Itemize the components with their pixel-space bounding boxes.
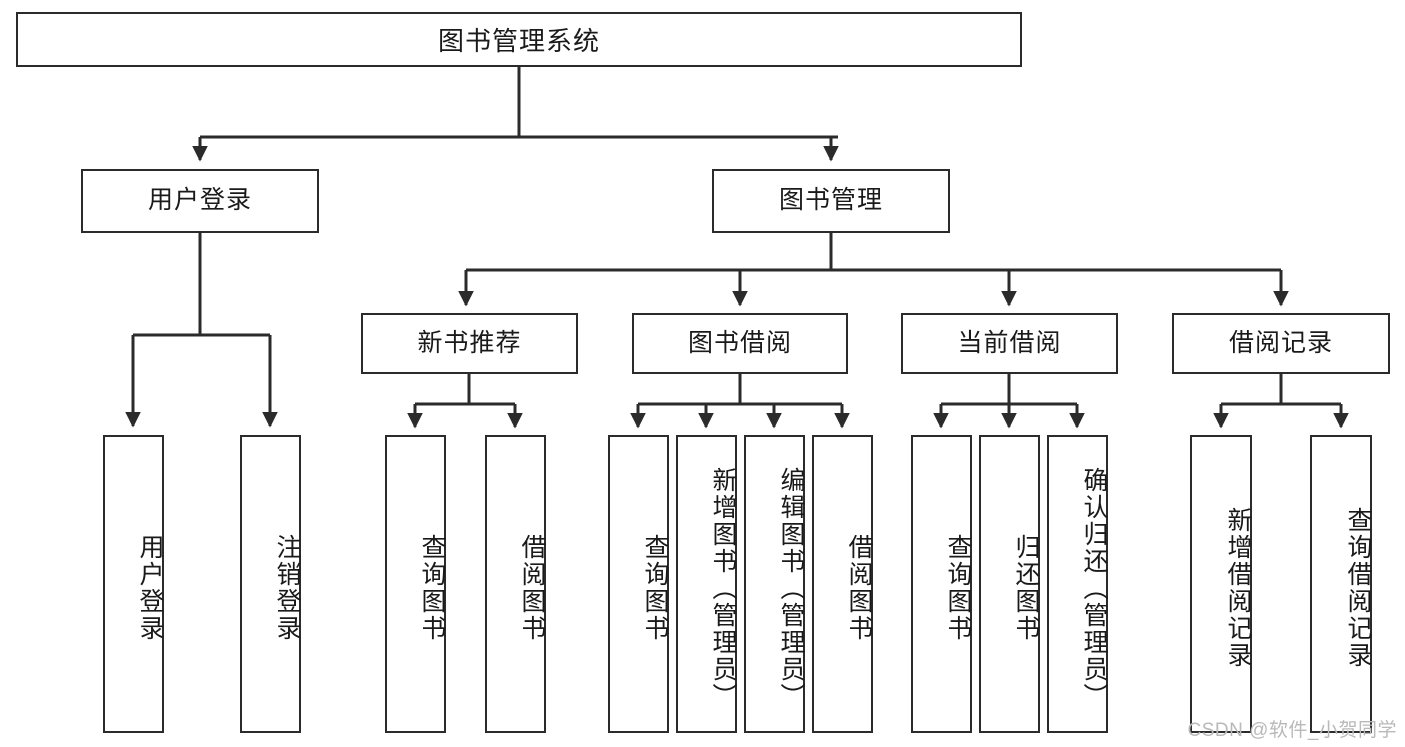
node-root-book-management-system[interactable]: 图书管理系统 [16, 12, 1022, 67]
leaf-query-borrow-record[interactable]: 查询借阅记录 [1310, 435, 1372, 733]
leaf-user-login[interactable]: 用户登录 [103, 435, 164, 733]
node-label: 新增图书（管理员） [709, 466, 737, 710]
node-label: 新书推荐 [417, 328, 522, 357]
node-label: 图书管理 [778, 186, 883, 215]
watermark-text: CSDN @软件_小贺同学 [1187, 720, 1397, 741]
node-label: 查询图书 [641, 534, 669, 642]
node-label: 新增借阅记录 [1224, 507, 1252, 669]
leaf-query-book-borrow[interactable]: 查询图书 [608, 435, 669, 733]
node-borrow-record[interactable]: 借阅记录 [1172, 313, 1390, 374]
leaf-logout[interactable]: 注销登录 [240, 435, 301, 733]
node-label: 编辑图书（管理员） [777, 466, 805, 710]
node-label: 图书管理系统 [437, 26, 600, 56]
node-user-login[interactable]: 用户登录 [81, 169, 319, 233]
leaf-add-book-admin[interactable]: 新增图书（管理员） [676, 435, 737, 733]
node-label: 用户登录 [136, 534, 164, 642]
node-label: 查询图书 [944, 534, 972, 642]
node-label: 借阅图书 [845, 534, 873, 642]
node-label: 归还图书 [1012, 534, 1040, 642]
leaf-add-borrow-record[interactable]: 新增借阅记录 [1190, 435, 1252, 733]
leaf-borrow-book[interactable]: 借阅图书 [812, 435, 873, 733]
node-label: 用户登录 [147, 186, 252, 215]
leaf-query-book-current[interactable]: 查询图书 [911, 435, 972, 733]
node-label: 确认归还（管理员） [1080, 466, 1108, 710]
leaf-edit-book-admin[interactable]: 编辑图书（管理员） [744, 435, 805, 733]
node-new-book-recommend[interactable]: 新书推荐 [361, 313, 578, 374]
leaf-return-book[interactable]: 归还图书 [979, 435, 1040, 733]
node-current-borrow[interactable]: 当前借阅 [901, 313, 1118, 374]
node-label: 查询借阅记录 [1344, 507, 1372, 669]
node-label: 借阅图书 [518, 534, 546, 642]
node-book-management[interactable]: 图书管理 [712, 169, 950, 233]
leaf-query-book-recommend[interactable]: 查询图书 [385, 435, 446, 733]
node-label: 查询图书 [418, 534, 446, 642]
node-label: 图书借阅 [687, 328, 792, 357]
node-label: 借阅记录 [1228, 328, 1333, 357]
node-book-borrow[interactable]: 图书借阅 [632, 313, 848, 374]
node-label: 当前借阅 [957, 328, 1062, 357]
leaf-confirm-return-admin[interactable]: 确认归还（管理员） [1047, 435, 1108, 733]
leaf-borrow-book-recommend[interactable]: 借阅图书 [485, 435, 546, 733]
node-label: 注销登录 [273, 534, 301, 642]
